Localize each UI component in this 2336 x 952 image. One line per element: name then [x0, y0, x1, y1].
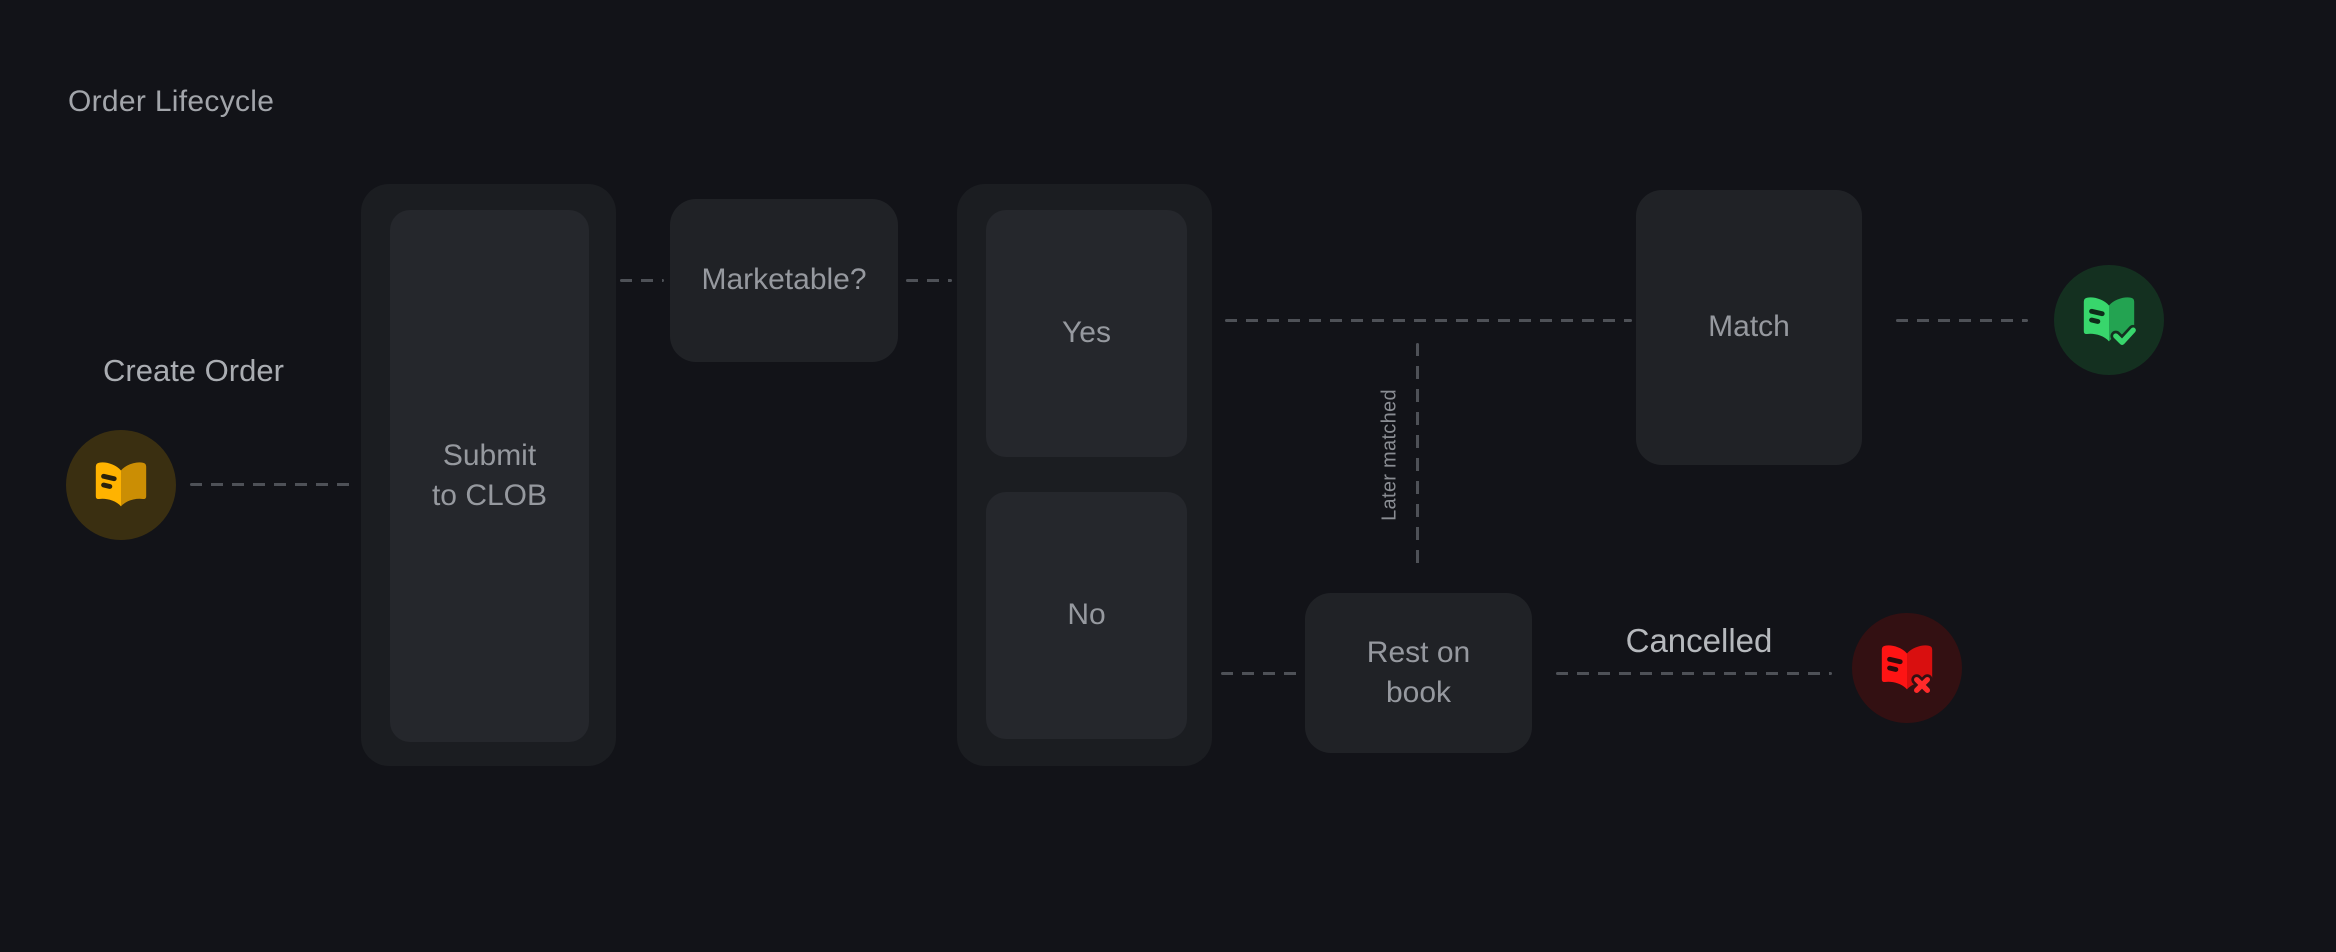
no-label: No [1067, 598, 1106, 632]
match-box: Match [1636, 190, 1862, 465]
connector-match-to-filled [1896, 319, 2028, 322]
marketable-branch-group: Yes No [957, 184, 1212, 766]
marketable-label: Marketable? [701, 263, 867, 297]
cancelled-label: Cancelled [1625, 622, 1773, 659]
connector-yes-to-match [1225, 319, 1632, 322]
marketable-decision-box: Marketable? [670, 199, 898, 362]
create-order-book-icon [66, 430, 176, 540]
later-matched-label: Later matched [1378, 389, 1401, 521]
match-label: Match [1708, 310, 1790, 344]
connector-later-matched [1416, 343, 1419, 567]
yes-label: Yes [1062, 316, 1111, 350]
no-node: No [986, 492, 1187, 739]
yes-node: Yes [986, 210, 1187, 457]
cancelled-book-x-icon [1852, 613, 1962, 723]
page-title: Order Lifecycle [68, 85, 275, 118]
connector-submit-to-marketable [620, 279, 664, 282]
submit-to-clob-node: Submit to CLOB [390, 210, 589, 742]
connector-no-to-rest [1221, 672, 1299, 675]
matched-book-check-icon [2054, 265, 2164, 375]
connector-rest-to-cancelled [1556, 672, 1832, 675]
rest-on-book-label: Rest on book [1366, 635, 1471, 710]
connector-marketable-to-branch [906, 279, 952, 282]
submit-to-clob-group: Submit to CLOB [361, 184, 616, 766]
rest-on-book-box: Rest on book [1305, 593, 1532, 753]
submit-to-clob-label: Submit to CLOB [431, 438, 548, 513]
connector-create-to-submit [190, 483, 354, 486]
create-order-label: Create Order [103, 353, 284, 388]
